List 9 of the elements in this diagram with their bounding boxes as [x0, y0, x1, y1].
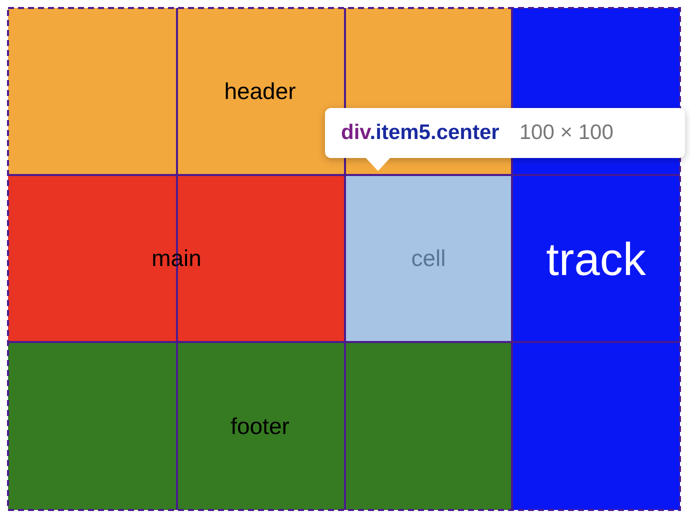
- area-label: header: [224, 77, 296, 106]
- area-label: cell: [411, 244, 446, 274]
- area-label: track: [546, 232, 646, 286]
- grid-area: [8, 175, 345, 342]
- area-label: footer: [230, 412, 290, 441]
- element-selector: div.item5.center: [341, 120, 500, 146]
- element-size: 100 × 100: [519, 120, 614, 146]
- grid-area: [345, 175, 512, 342]
- grid-area: [8, 342, 512, 510]
